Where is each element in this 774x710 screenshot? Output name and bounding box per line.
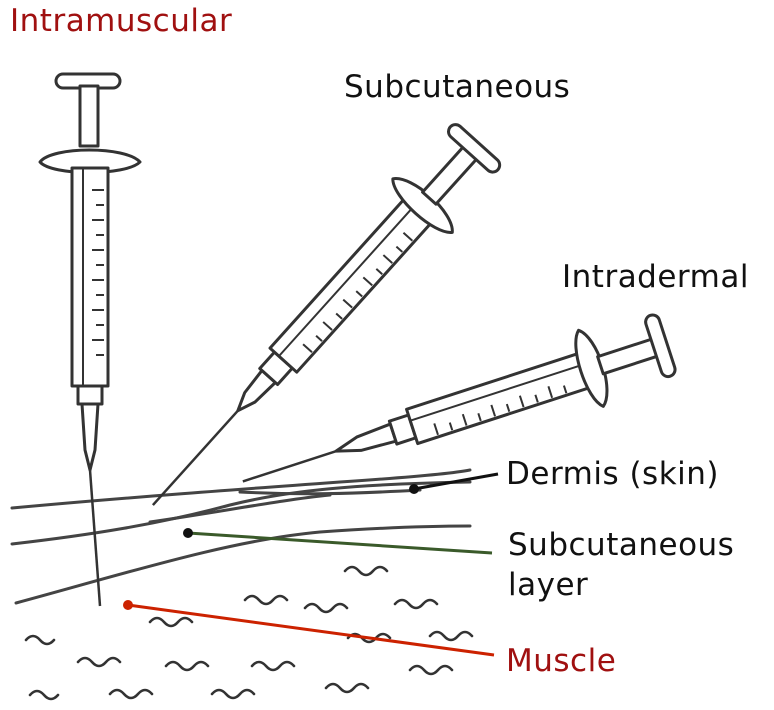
plunger-rod [80,86,98,146]
intramuscular-syringe [40,74,140,606]
subcutaneous-label: Subcutaneous [344,72,570,103]
subcutaneous-syringe [123,116,508,531]
skin-inner-line [240,490,420,494]
subcutaneous-fat-line [150,495,330,522]
needle [90,470,100,606]
muscle-leader-dot [123,600,133,610]
subcutaneous-layer-label-line1: Subcutaneous [508,530,734,561]
needle-base [82,404,98,470]
barrel [72,168,108,386]
needle-base [333,424,396,460]
dermis-label: Dermis (skin) [506,459,719,490]
barrel [270,192,437,372]
needle [243,451,336,481]
subcutaneous-leader [188,533,492,553]
muscle-texture [26,567,472,699]
muscle-leader [128,605,494,655]
subcutaneous-layer-label-line2: layer [508,570,588,601]
intradermal-label: Intradermal [562,262,749,293]
dermis-leader-dot [409,484,419,494]
plunger-rod [598,339,659,374]
hub [78,386,102,404]
subcutaneous-leader-dot [183,528,193,538]
muscle-label: Muscle [506,646,616,677]
intramuscular-label: Intramuscular [10,6,232,37]
leader-lines [123,474,498,655]
